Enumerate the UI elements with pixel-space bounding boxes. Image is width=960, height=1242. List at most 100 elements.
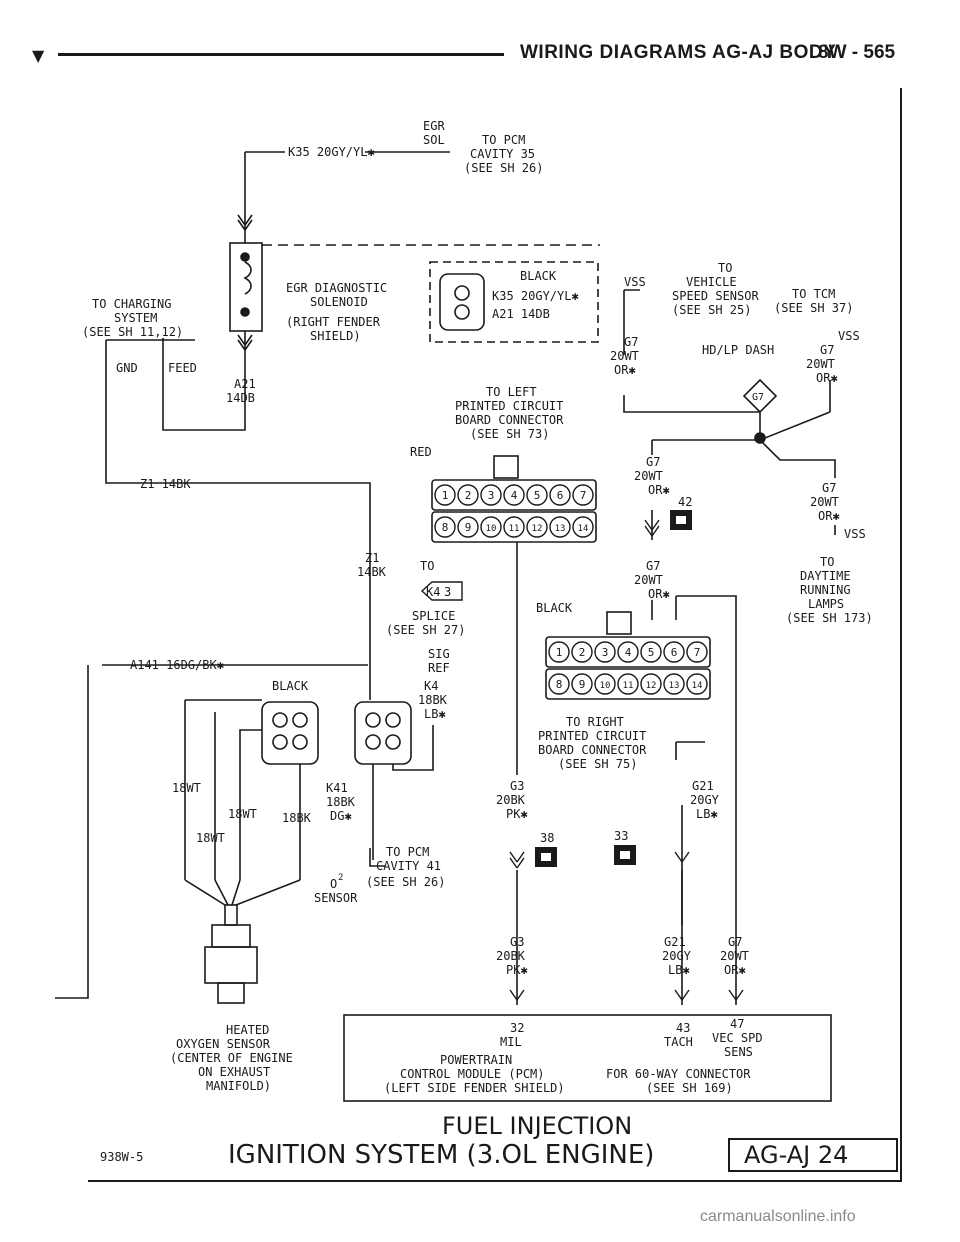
label: 20WT [806, 357, 835, 371]
pin-number: 1 [442, 489, 449, 502]
o2-sensor-thread [217, 982, 245, 1004]
pin-number: 2 [465, 489, 472, 502]
pin-circle [526, 484, 548, 506]
pin-circle [503, 484, 525, 506]
connector-chevron-icon [237, 214, 253, 231]
label: LB✱ [696, 807, 718, 821]
pin-circle [572, 484, 594, 506]
label: REF [428, 661, 450, 675]
pin-number: 10 [486, 524, 497, 534]
label: Z1 [365, 551, 379, 565]
label: LAMPS [808, 597, 844, 611]
coil-icon [243, 261, 252, 295]
o2-sensor-body [204, 946, 258, 984]
pin-circle [594, 673, 616, 695]
label: TO CHARGING [92, 297, 171, 311]
label: (LEFT SIDE FENDER SHIELD) [384, 1081, 565, 1095]
label: BLACK [536, 601, 573, 615]
pin-icon [292, 712, 308, 728]
pcb-connector-lower-row2 [545, 668, 711, 700]
pin-number: 7 [580, 489, 587, 502]
pin-circle [617, 673, 639, 695]
pin-number: 14 [692, 681, 703, 691]
pin-icon [272, 734, 288, 750]
label: 20WT [720, 949, 749, 963]
label: 20BK [496, 949, 526, 963]
label: 20WT [634, 573, 663, 587]
o2-connector-left [261, 701, 319, 765]
pin-number: 13 [669, 681, 680, 691]
pcb-connector-upper-row1 [431, 479, 597, 511]
label: 33 [614, 829, 628, 843]
label: TO LEFT [486, 385, 537, 399]
label: TO TCM [792, 287, 835, 301]
pin-circle [503, 516, 525, 538]
g7-splice-diamond [742, 378, 778, 414]
label: (SEE SH 26) [366, 875, 445, 889]
pin-icon [454, 285, 470, 301]
label: SOL [423, 133, 445, 147]
label: RUNNING [800, 583, 851, 597]
label: 47 [730, 1017, 744, 1031]
label: SIG [428, 647, 450, 661]
label: G7 [624, 335, 638, 349]
label: G3 [510, 779, 524, 793]
pin-number: 11 [623, 681, 634, 691]
label: DAYTIME [800, 569, 851, 583]
pin-circle [548, 673, 570, 695]
ground-block-inner [620, 851, 630, 859]
o2-connector-right [354, 701, 412, 765]
pin-circle [640, 641, 662, 663]
label: GND [116, 361, 138, 375]
pin-circle [686, 673, 708, 695]
label: G7 [646, 559, 660, 573]
label: (CENTER OF ENGINE [170, 1051, 293, 1065]
pin-circle [617, 641, 639, 663]
label: G7 [820, 343, 834, 357]
pin-number: 5 [534, 489, 541, 502]
label: 18BK [326, 795, 356, 809]
pin-number: 1 [556, 646, 563, 659]
label: 20GY [690, 793, 720, 807]
pin-circle [686, 641, 708, 663]
label: LB✱ [668, 963, 690, 977]
label: BLACK [520, 269, 557, 283]
connector-chevron-icon [509, 851, 525, 869]
label: (SEE SH 27) [386, 623, 465, 637]
pin-icon [272, 712, 288, 728]
wire-g7-right [759, 439, 836, 535]
pin-number: 6 [671, 646, 678, 659]
label: LB✱ [424, 707, 446, 721]
pin-number: 3 [488, 489, 495, 502]
label: (SEE SH 37) [774, 301, 853, 315]
pin-circle [549, 516, 571, 538]
label: 18BK [418, 693, 448, 707]
egr-solenoid-box [229, 242, 263, 332]
label: VEHICLE [686, 275, 737, 289]
label: 42 [678, 495, 692, 509]
label: 14BK [357, 565, 387, 579]
o2-sensor-hex [211, 924, 251, 948]
pin-circle [663, 673, 685, 695]
connector-chevron-icon [728, 989, 744, 1001]
pin-circle [480, 516, 502, 538]
label: G7 [646, 455, 660, 469]
label: (SEE SH 11,12) [82, 325, 183, 339]
label: SENS [724, 1045, 753, 1059]
label: A21 [234, 377, 256, 391]
label: 38 [540, 831, 554, 845]
pin-circle [548, 641, 570, 663]
footer-subtitle: FUEL INJECTION [442, 1112, 633, 1140]
connector-latch [606, 611, 632, 635]
label: HD/LP DASH [702, 343, 774, 357]
pin-number: 4 [625, 646, 632, 659]
pin-number: 13 [555, 524, 566, 534]
wire-o2-sensor [184, 699, 301, 880]
wire-k41-pcm [369, 848, 385, 867]
pin-number: 11 [509, 524, 520, 534]
pcb-connector-upper-row2 [431, 511, 597, 543]
pin-number: 14 [578, 524, 589, 534]
wire-g7-loop [675, 595, 737, 870]
